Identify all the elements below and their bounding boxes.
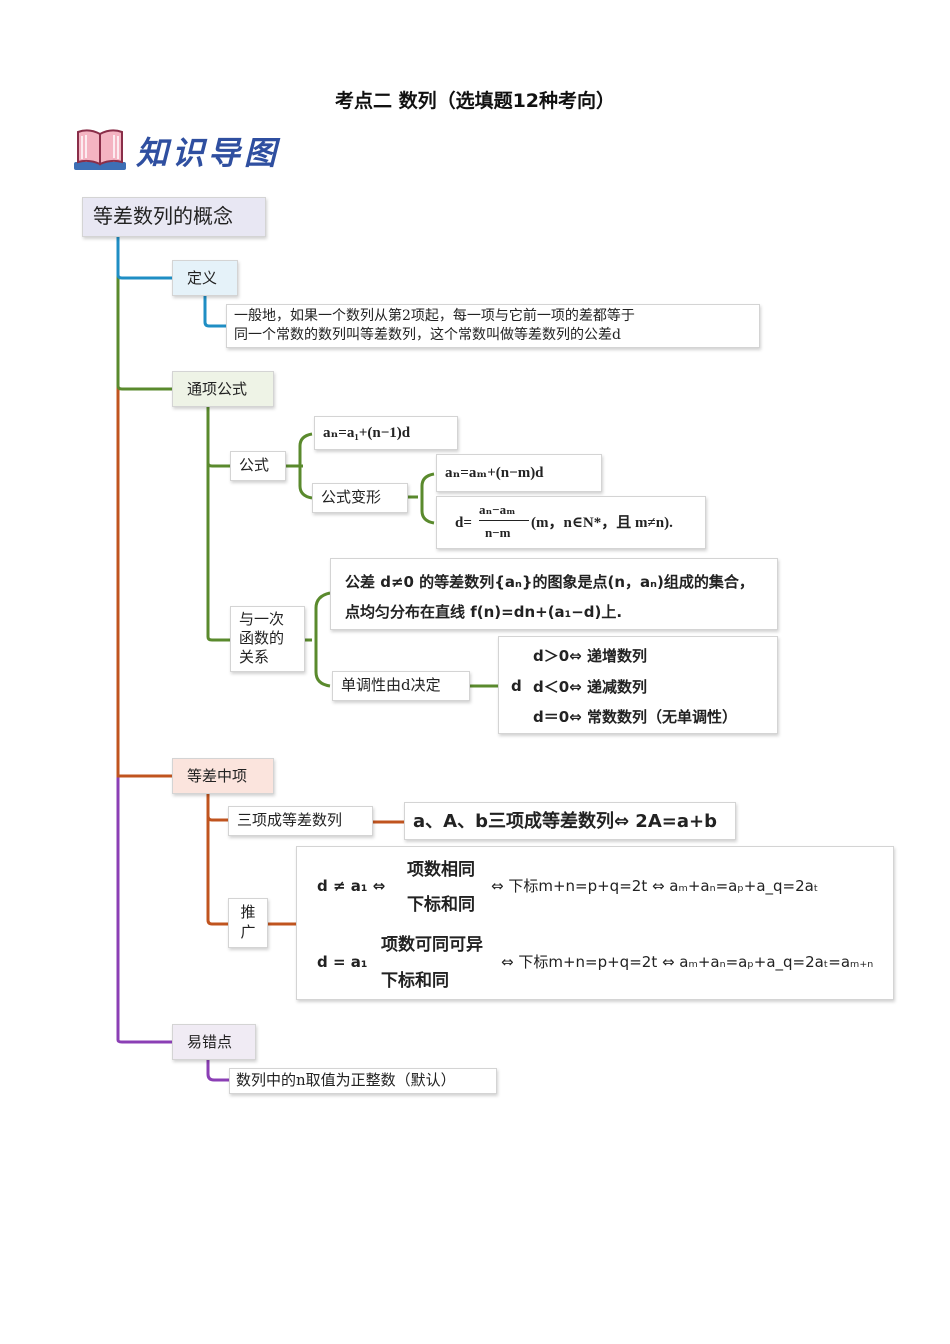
formula-variant1-text: aₙ=aₘ+(n−m)d: [445, 465, 544, 481]
root-label: 等差数列的概念: [93, 204, 233, 228]
pitfall-label: 易错点: [187, 1033, 233, 1051]
root-node: 等差数列的概念: [82, 197, 266, 237]
formula-variant2-suffix: (m，n∈N*，且 m≠n).: [531, 515, 673, 531]
case2-option2: 下标和同: [381, 971, 449, 991]
function-relation-node: 与一次 函数的 关系: [230, 606, 305, 672]
graph-line2: 点均匀分布在直线 f(n)=dn+(a₁−d)上.: [345, 603, 623, 621]
case1-option1: 项数相同: [407, 860, 475, 880]
pitfall-text: 数列中的n取值为正整数（默认）: [236, 1071, 456, 1089]
definition-text-line2: 同一个常数的数列叫等差数列，这个常数叫做等差数列的公差d: [234, 327, 621, 343]
definition-node: 定义: [172, 260, 238, 296]
generalize-label-2: 广: [240, 923, 256, 941]
formula-variant2: d= aₙ−aₘ n−m (m，n∈N*，且 m≠n).: [436, 496, 706, 549]
monotonic-cases-box: d d＞0⇔ 递增数列 d＜0⇔ 递减数列 d＝0⇔ 常数数列（无单调性）: [498, 636, 778, 734]
function-relation-label-2: 函数的: [239, 629, 285, 647]
logo-text: 知识导图: [136, 134, 281, 172]
three-term-formula-box: a、A、b三项成等差数列⇔ 2A=a+b: [404, 802, 736, 840]
middle-term-node: 等差中项: [172, 758, 274, 794]
formula-main-text: aₙ=a₁+(n−1)d: [323, 425, 411, 441]
formula-variant-label: 公式变形: [321, 488, 382, 506]
function-relation-label-3: 关系: [239, 648, 270, 666]
monotonic-label: 单调性由d决定: [341, 676, 441, 694]
formula-node: 公式: [230, 451, 286, 481]
formula-variant1: aₙ=aₘ+(n−m)d: [436, 454, 602, 492]
definition-label: 定义: [187, 269, 218, 287]
general-term-node: 通项公式: [172, 371, 274, 407]
three-term-node: 三项成等差数列: [228, 806, 373, 836]
generalize-cases-box: d ≠ a₁ ⇔ 项数相同 下标和同 ⇔ 下标m+n=p+q=2t ⇔ aₘ+a…: [296, 846, 894, 1000]
formula-variant-node: 公式变形: [312, 483, 408, 513]
d-symbol: d: [511, 677, 522, 695]
three-term-label: 三项成等差数列: [237, 811, 343, 829]
page-title: 考点二 数列（选填题12种考向）: [334, 90, 616, 112]
definition-text-box: 一般地，如果一个数列从第2项起，每一项与它前一项的差都等于 同一个常数的数列叫等…: [226, 304, 760, 348]
book-icon: [72, 126, 128, 172]
general-term-label: 通项公式: [187, 380, 248, 398]
monotonic-case-2: d＜0⇔ 递减数列: [533, 678, 647, 696]
formula-variant2-den: n−m: [485, 525, 511, 540]
middle-term-label: 等差中项: [187, 767, 248, 785]
formula-label: 公式: [239, 456, 270, 474]
three-term-formula: a、A、b三项成等差数列⇔ 2A=a+b: [413, 811, 717, 832]
definition-text-line1: 一般地，如果一个数列从第2项起，每一项与它前一项的差都等于: [234, 308, 635, 324]
graph-description-box: 公差 d≠0 的等差数列{aₙ}的图象是点(n，aₙ)组成的集合， 点均匀分布在…: [330, 558, 778, 630]
monotonic-case-3: d＝0⇔ 常数数列（无单调性）: [533, 708, 737, 726]
monotonic-case-1: d＞0⇔ 递增数列: [533, 647, 647, 665]
case1-condition: d ≠ a₁ ⇔: [317, 877, 386, 895]
case2-condition: d = a₁: [317, 953, 368, 971]
formula-variant2-prefix: d=: [455, 515, 472, 531]
generalize-label-1: 推: [240, 903, 256, 921]
monotonic-node: 单调性由d决定: [332, 671, 470, 701]
case2-result: ⇔ 下标m+n=p+q=2t ⇔ aₘ+aₙ=aₚ+a_q=2aₜ=aₘ₊ₙ: [501, 953, 874, 971]
generalize-node: 推 广: [228, 898, 268, 948]
function-relation-label-1: 与一次: [239, 610, 285, 628]
formula-main: aₙ=a₁+(n−1)d: [314, 416, 458, 450]
fraction-bar: [479, 520, 529, 521]
case2-option1: 项数可同可异: [381, 935, 483, 955]
pitfall-text-box: 数列中的n取值为正整数（默认）: [229, 1068, 497, 1094]
case1-result: ⇔ 下标m+n=p+q=2t ⇔ aₘ+aₙ=aₚ+a_q=2aₜ: [491, 877, 819, 895]
pitfall-node: 易错点: [172, 1024, 256, 1060]
case1-option2: 下标和同: [407, 895, 475, 915]
graph-line1: 公差 d≠0 的等差数列{aₙ}的图象是点(n，aₙ)组成的集合，: [345, 573, 754, 591]
formula-variant2-num: aₙ−aₘ: [479, 502, 516, 517]
